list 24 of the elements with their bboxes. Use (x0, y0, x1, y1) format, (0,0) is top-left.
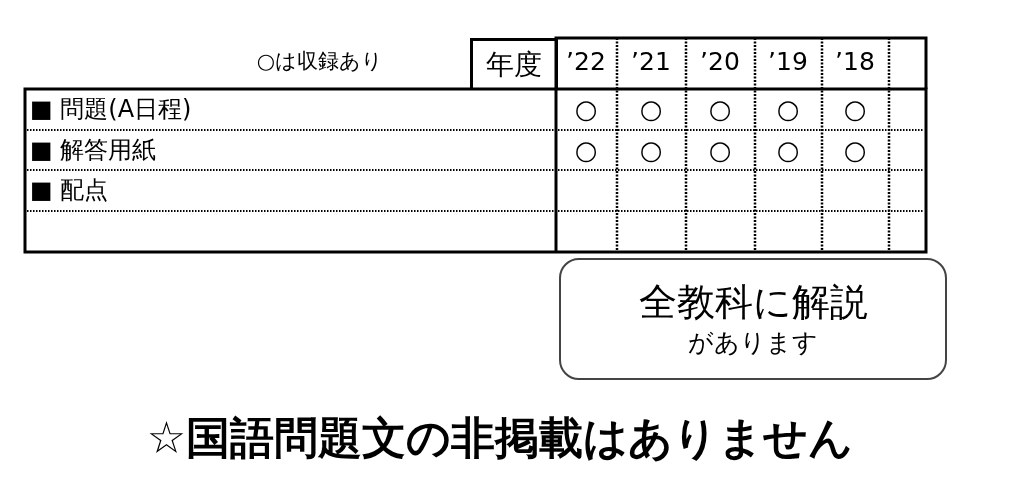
included-mark: ○ (639, 94, 663, 124)
year-header: ’18 (835, 48, 875, 76)
footnote: ☆国語問題文の非掲載はありません (146, 413, 854, 463)
included-mark: ○ (708, 135, 732, 165)
included-mark: ○ (843, 135, 867, 165)
callout-text: があります (688, 327, 818, 360)
row-label: ■ 解答用紙 (30, 136, 157, 164)
year-header: ’19 (768, 48, 808, 76)
included-mark: ○ (776, 94, 800, 124)
year-header: ’22 (566, 48, 606, 76)
legend-note: ○は収録あり (256, 50, 384, 74)
included-mark: ○ (843, 94, 867, 124)
included-mark: ○ (776, 135, 800, 165)
included-mark: ○ (574, 135, 598, 165)
year-header-cell: 年度 (470, 38, 558, 89)
callout-heading: 全教科に解説 (638, 279, 868, 327)
row-label: ■ 問題(A日程) (30, 95, 192, 123)
callout-box (559, 258, 947, 380)
row-label: ■ 配点 (30, 176, 109, 204)
included-mark: ○ (639, 135, 663, 165)
included-mark: ○ (574, 94, 598, 124)
included-mark: ○ (708, 94, 732, 124)
year-header: ’21 (631, 48, 671, 76)
year-header: ’20 (700, 48, 740, 76)
